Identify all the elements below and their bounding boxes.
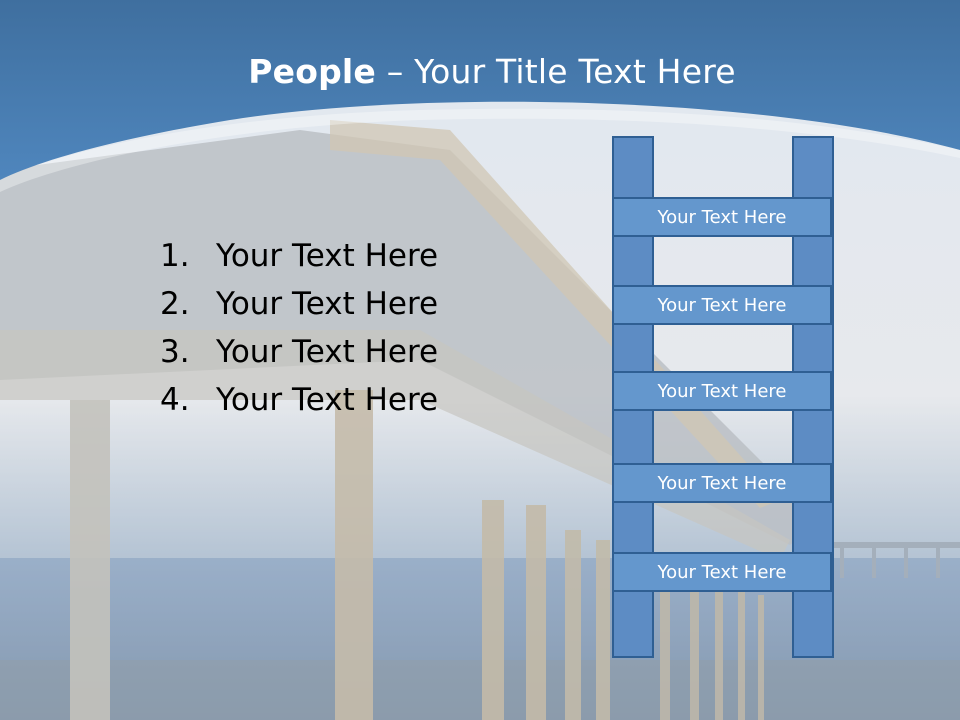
list-item-text: Your Text Here <box>216 286 439 322</box>
slide-title: People – Your Title Text Here <box>0 52 960 91</box>
ladder-rung-1: Your Text Here <box>612 197 832 237</box>
list-item: 3. Your Text Here <box>160 328 438 376</box>
numbered-list: 1. Your Text Here 2. Your Text Here 3. Your… <box>160 232 438 424</box>
list-item: 2. Your Text Here <box>160 280 438 328</box>
ladder-rung-3: Your Text Here <box>612 371 832 411</box>
ladder-rung-5: Your Text Here <box>612 552 832 592</box>
list-item-text: Your Text Here <box>216 382 439 418</box>
list-item-number: 4. <box>160 382 190 418</box>
list-item-number: 2. <box>160 286 190 322</box>
list-item: 1. Your Text Here <box>160 232 438 280</box>
title-bold-text: People <box>248 52 377 91</box>
list-item-number: 1. <box>160 238 190 274</box>
list-item-text: Your Text Here <box>216 238 439 274</box>
list-item-text: Your Text Here <box>216 334 439 370</box>
ladder-rung-4: Your Text Here <box>612 463 832 503</box>
list-item-number: 3. <box>160 334 190 370</box>
list-item: 4. Your Text Here <box>160 376 438 424</box>
title-rest-text: – Your Title Text Here <box>376 52 736 91</box>
ladder-rung-2: Your Text Here <box>612 285 832 325</box>
